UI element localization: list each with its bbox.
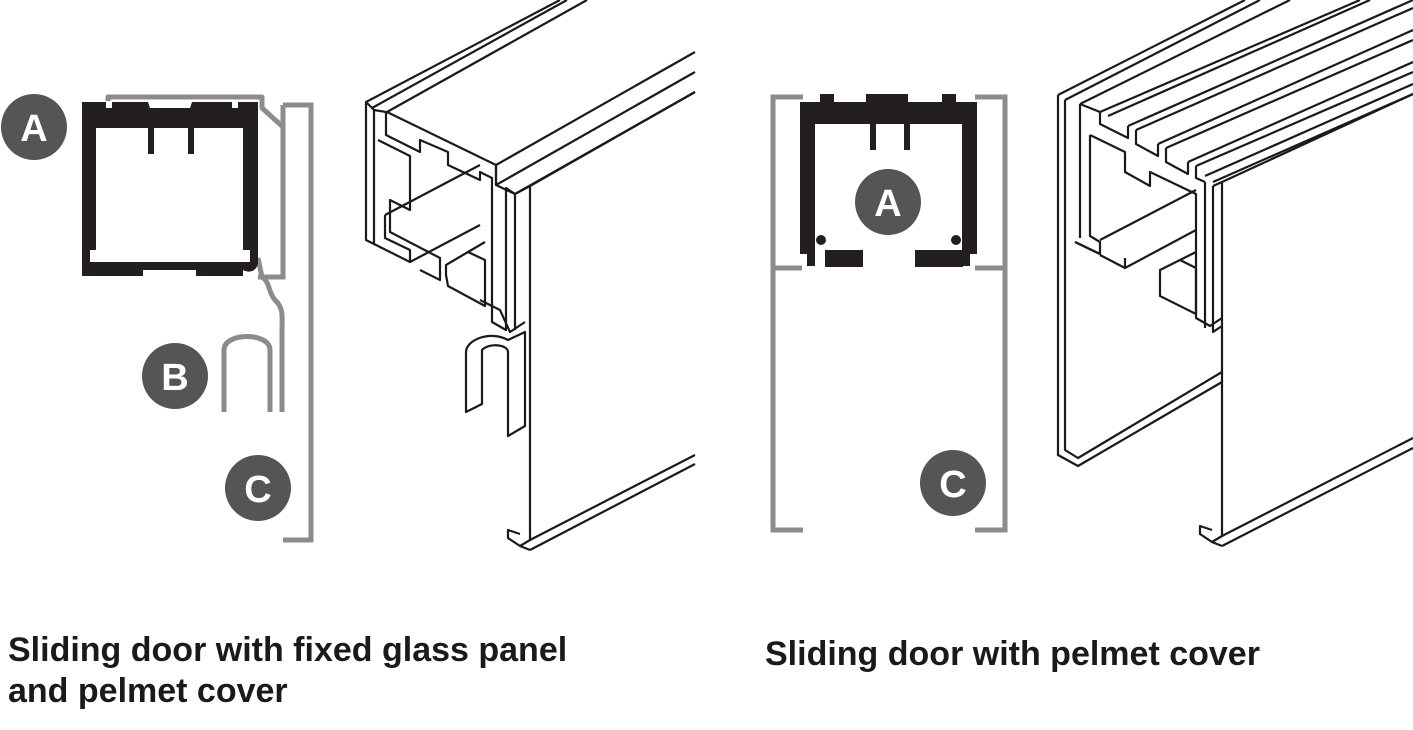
- left-3d-profile-view: [364, 0, 696, 552]
- right-badge-c-label: C: [939, 464, 966, 506]
- right-badge-c: C: [920, 450, 986, 516]
- caption-left-line2: and pelmet cover: [8, 672, 288, 710]
- right-cross-section: [770, 94, 1008, 533]
- left-glass-holder-b: [105, 94, 285, 412]
- left-badge-c: C: [225, 455, 291, 521]
- left-badge-b-label: B: [161, 357, 188, 399]
- left-badge-a: A: [1, 94, 67, 160]
- right-track-profile-a: [800, 94, 977, 266]
- right-badge-a: A: [855, 169, 921, 235]
- right-badge-a-label: A: [874, 183, 901, 225]
- right-3d-profile-view: [1056, 0, 1413, 548]
- left-track-profile-a: [82, 102, 258, 276]
- left-badge-c-label: C: [244, 469, 271, 511]
- right-pelmet-cover-c: [770, 94, 1008, 533]
- caption-left-line1: Sliding door with fixed glass panel: [8, 631, 568, 669]
- left-pelmet-cover-c: [258, 102, 314, 543]
- caption-fixed-glass-panel: Sliding door with fixed glass panel and …: [8, 630, 628, 712]
- left-badge-a-label: A: [20, 108, 47, 150]
- caption-right-line1: Sliding door with pelmet cover: [765, 635, 1260, 673]
- caption-pelmet-cover: Sliding door with pelmet cover: [765, 634, 1385, 675]
- left-badge-b: B: [142, 343, 208, 409]
- left-cross-section: [82, 94, 314, 543]
